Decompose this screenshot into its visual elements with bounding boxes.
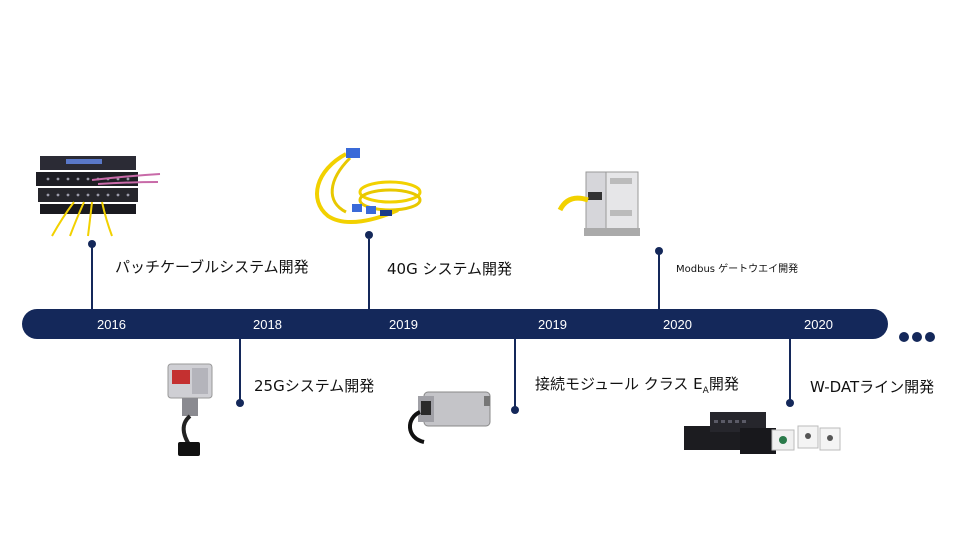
- milestone-label: 25Gシステム開発: [254, 377, 375, 395]
- year-label: 2018: [253, 317, 282, 332]
- connector-line: [368, 239, 370, 309]
- milestone-dot: [88, 240, 96, 248]
- label-text: 開発: [708, 375, 739, 393]
- milestone-label: Modbus ゲートウエイ開発: [676, 264, 799, 275]
- connector-line: [514, 339, 516, 407]
- timeline-bar: [22, 309, 888, 339]
- rj45-connector-image: [167, 363, 213, 456]
- connector-line: [91, 244, 93, 309]
- year-label: 2016: [97, 317, 126, 332]
- ellipsis-dot: [899, 332, 909, 342]
- network-devices-image: [684, 412, 841, 454]
- label-subscript: A: [702, 386, 709, 396]
- connector-line: [658, 253, 660, 309]
- ellipsis-dot: [912, 332, 922, 342]
- connector-line: [239, 339, 241, 402]
- milestone-dot: [511, 406, 519, 414]
- connector-line: [789, 339, 791, 403]
- milestone-dot: [236, 399, 244, 407]
- year-label: 2020: [804, 317, 833, 332]
- year-label: 2019: [538, 317, 567, 332]
- milestone-dot: [365, 231, 373, 239]
- milestone-dot: [786, 399, 794, 407]
- milestone-label: パッチケーブルシステム開発: [115, 258, 309, 276]
- milestone-label: 接続モジュール クラス EA開発: [535, 373, 739, 396]
- connection-module-image: [408, 391, 491, 444]
- patch-panel-image: [36, 156, 161, 237]
- year-label: 2020: [663, 317, 692, 332]
- din-rail-gateway-image: [557, 171, 640, 236]
- milestone-dot: [655, 247, 663, 255]
- fiber-cable-image: [315, 148, 422, 224]
- milestone-label: W-DATライン開発: [810, 378, 935, 396]
- milestone-label: 40G システム開発: [387, 260, 513, 278]
- year-label: 2019: [389, 317, 418, 332]
- ellipsis-dot: [925, 332, 935, 342]
- label-text: 接続モジュール クラス E: [535, 375, 703, 393]
